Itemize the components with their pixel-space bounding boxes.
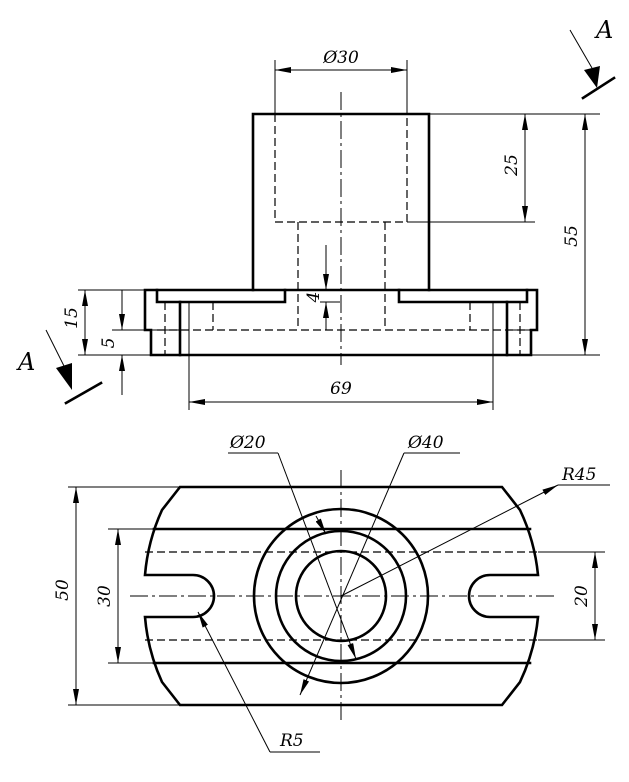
section-letter-bottom: A [16,348,35,376]
dim-top-diameter-label: Ø30 [322,48,359,68]
dim-rail-spacing-label: 30 [95,585,115,607]
dim-width: 69 [188,302,494,410]
dim-step-label: 4 [304,292,324,304]
section-mark-bottom-left: A [16,329,103,405]
dim-flange-height-label: 15 [62,307,82,329]
dim-outer-diameter: Ø40 [299,433,460,696]
dim-arc-radius-label: R45 [561,465,596,485]
dim-top-diameter: Ø30 [274,48,408,114]
dim-total-height-label: 55 [562,225,582,247]
dim-slot-spacing-label: 20 [572,585,592,608]
dim-slot-radius-label: R5 [279,731,304,751]
dim-step: 4 [304,245,340,330]
dim-inner-diameter-label: Ø20 [229,433,266,453]
dim-base-thickness-label: 5 [99,338,119,349]
dim-overall-height: 50 [53,486,180,706]
dim-width-label: 69 [330,379,352,399]
section-letter-top: A [594,16,613,44]
front-view: Ø30 25 55 15 5 [16,16,616,410]
dim-arc-radius: R45 [340,465,610,597]
dim-base-thickness: 5 [99,290,151,395]
dim-slot-spacing: 20 [538,551,605,641]
dim-outer-diameter-label: Ø40 [407,433,444,453]
section-mark-top-right: A [569,16,616,100]
dim-bore-depth-label: 25 [502,154,522,177]
dim-bore-depth: 25 [407,113,600,223]
top-view: Ø20 Ø40 R45 R5 50 [53,433,610,753]
dim-flange-height: 15 [62,289,151,356]
dim-rail-spacing: 30 [95,528,154,664]
front-hidden-lines [157,114,531,355]
dim-inner-diameter: Ø20 [228,433,357,660]
top-outline [143,485,540,707]
dim-slot-radius: R5 [197,611,320,753]
dim-overall-height-label: 50 [53,579,73,601]
dim-total-height: 55 [531,114,600,356]
